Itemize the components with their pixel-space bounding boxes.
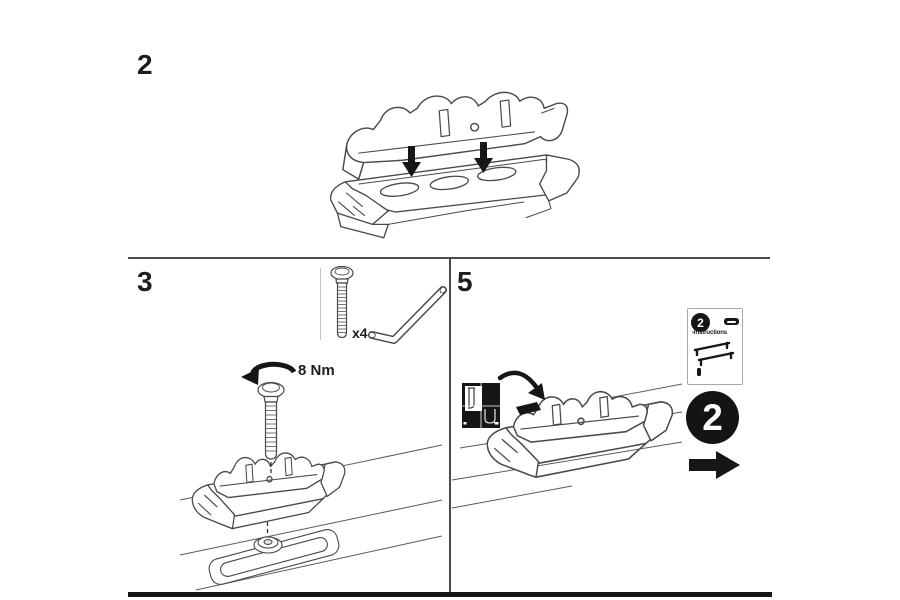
step-number-3: 3	[137, 266, 153, 297]
panel-step2: 2	[0, 0, 900, 257]
sequence-badge: 2	[686, 391, 739, 444]
hardware-quantity-label: x4	[352, 325, 368, 341]
mounting-grommet	[253, 536, 283, 554]
vertical-divider	[449, 258, 451, 592]
torque-arrow-icon	[241, 361, 297, 385]
card-instructions-label: ›Instructions	[692, 330, 728, 336]
parts-separator-line	[320, 268, 321, 340]
sequence-number: 2	[702, 397, 723, 438]
panel-step5: 5	[450, 258, 772, 592]
screw-icon	[330, 265, 354, 339]
base-pad-drawing	[329, 154, 580, 239]
brand-pill-mark	[727, 320, 736, 323]
hardware-parts-drawing	[330, 265, 447, 344]
foot-assembly-drawing	[486, 390, 674, 478]
slot-highlight	[516, 402, 541, 415]
step-number-5: 5	[457, 266, 473, 297]
instruction-card-icon: 2 ›Instructions	[687, 308, 743, 385]
allen-key-icon	[368, 286, 447, 344]
torque-value-label: 8 Nm	[298, 362, 335, 379]
card-bolt-icon	[697, 368, 701, 376]
detail-inset-icon	[462, 383, 500, 428]
brand-pill-icon	[724, 318, 739, 325]
page-bottom-bar	[128, 592, 772, 597]
horizontal-divider	[128, 257, 770, 259]
right-arrow-icon	[689, 451, 740, 479]
card-roof-bars-drawing	[693, 341, 735, 367]
panel-step3: 3	[128, 258, 449, 592]
down-arrow-icon	[402, 146, 421, 177]
tightening-assembly-drawing	[179, 361, 443, 591]
down-arrow-icon	[474, 142, 493, 173]
step-number-2: 2	[137, 49, 153, 80]
foot-assembly-drawing	[191, 452, 346, 530]
bracket-and-base-exploded-drawing	[329, 91, 580, 239]
card-step-badge: 2	[691, 313, 710, 332]
foot-on-roof-drawing	[451, 370, 683, 509]
card-step-number: 2	[697, 315, 704, 330]
screw-icon	[257, 381, 285, 460]
curved-arrow-icon	[497, 370, 545, 400]
roof-recess-plate	[208, 529, 340, 585]
